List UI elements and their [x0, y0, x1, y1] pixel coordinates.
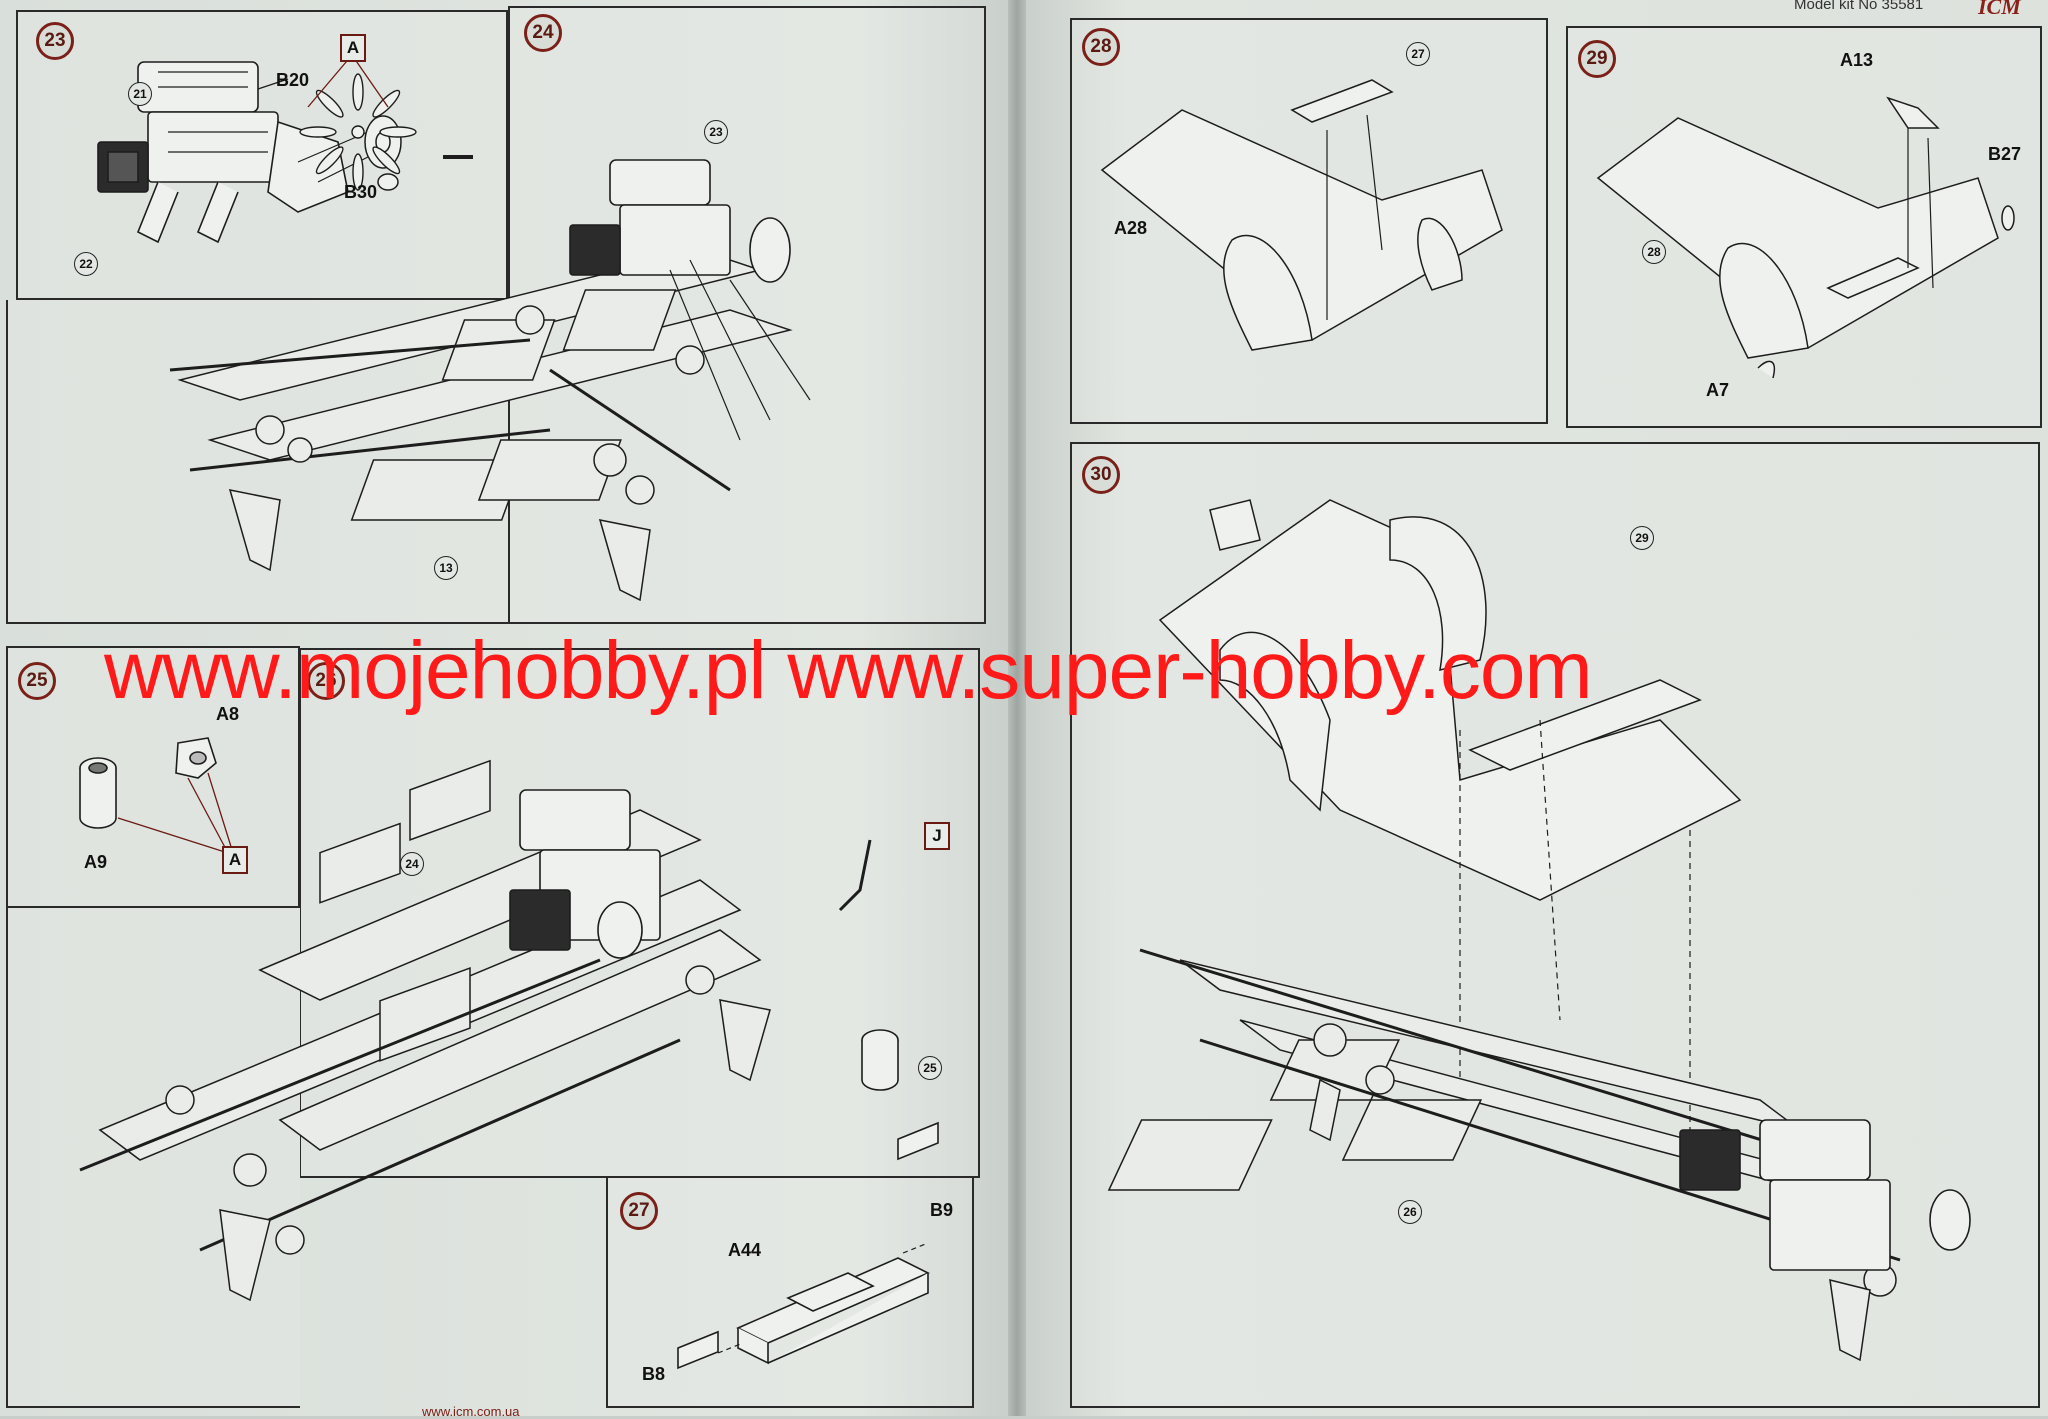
brand-logo: ICM	[1978, 0, 2021, 19]
floor-with-battery-drawing	[1578, 68, 2038, 408]
bushing-parts-drawing	[78, 718, 278, 878]
footer-url: www.icm.com.ua	[422, 1404, 520, 1419]
step-number: 28	[1082, 28, 1120, 66]
callout-25: 25	[918, 1056, 942, 1080]
step-number: 30	[1082, 456, 1120, 494]
step-25-panel: 25 A8 A9 A	[6, 646, 300, 908]
callout-24: 24	[400, 852, 424, 876]
full-chassis-assembly-drawing	[1140, 480, 2020, 1390]
step-number: 24	[524, 14, 562, 52]
chassis-frame-drawing	[170, 140, 970, 600]
floor-panel-drawing	[1082, 70, 1542, 390]
attachment-box-j: J	[924, 822, 950, 850]
callout-28: 28	[1642, 240, 1666, 264]
step-29-panel: 29 A13 B27 A7 28	[1566, 26, 2042, 428]
step-number: 25	[18, 662, 56, 700]
step-27-panel: 27 A44 B9 B8	[606, 1176, 974, 1408]
part-label-a28: A28	[1114, 218, 1148, 238]
part-label-a13: A13	[1840, 50, 1874, 70]
step-23-leader-lines	[248, 37, 478, 127]
step-number: 27	[620, 1192, 658, 1230]
attachment-box-a: A	[222, 846, 248, 874]
callout-21: 21	[128, 82, 152, 106]
part-label-a9: A9	[84, 852, 108, 872]
step-number: 26	[307, 662, 345, 700]
step-28-panel: 28 A28 27	[1070, 18, 1548, 424]
battery-tray-drawing	[678, 1218, 958, 1388]
step-number: 23	[36, 22, 74, 60]
part-label-a8: A8	[216, 704, 240, 724]
part-label-b20: B20	[276, 70, 310, 90]
part-label-b9: B9	[930, 1200, 954, 1220]
attachment-box-a: A	[340, 34, 366, 62]
watermark: www.mojehobby.pl www.super-hobby.com	[104, 625, 1593, 716]
fan-blades-drawing	[318, 72, 418, 182]
part-label-a44: A44	[728, 1240, 762, 1260]
part-label-b27: B27	[1988, 144, 2022, 164]
callout-26: 26	[1398, 1200, 1422, 1224]
step-23-panel: 23	[16, 10, 508, 300]
model-kit-number: Model kit No 35581	[1794, 0, 1924, 13]
part-label-a7: A7	[1706, 380, 1730, 400]
callout-22: 22	[74, 252, 98, 276]
callout-29: 29	[1630, 526, 1654, 550]
step-number: 29	[1578, 40, 1616, 78]
chassis-with-engine-drawing	[80, 770, 960, 1330]
part-label-b30: B30	[344, 182, 378, 202]
part-label-b8: B8	[642, 1364, 666, 1384]
binding-gutter	[1008, 0, 1026, 1416]
callout-27: 27	[1406, 42, 1430, 66]
callout-23: 23	[704, 120, 728, 144]
callout-13: 13	[434, 556, 458, 580]
left-page	[0, 0, 1010, 1416]
